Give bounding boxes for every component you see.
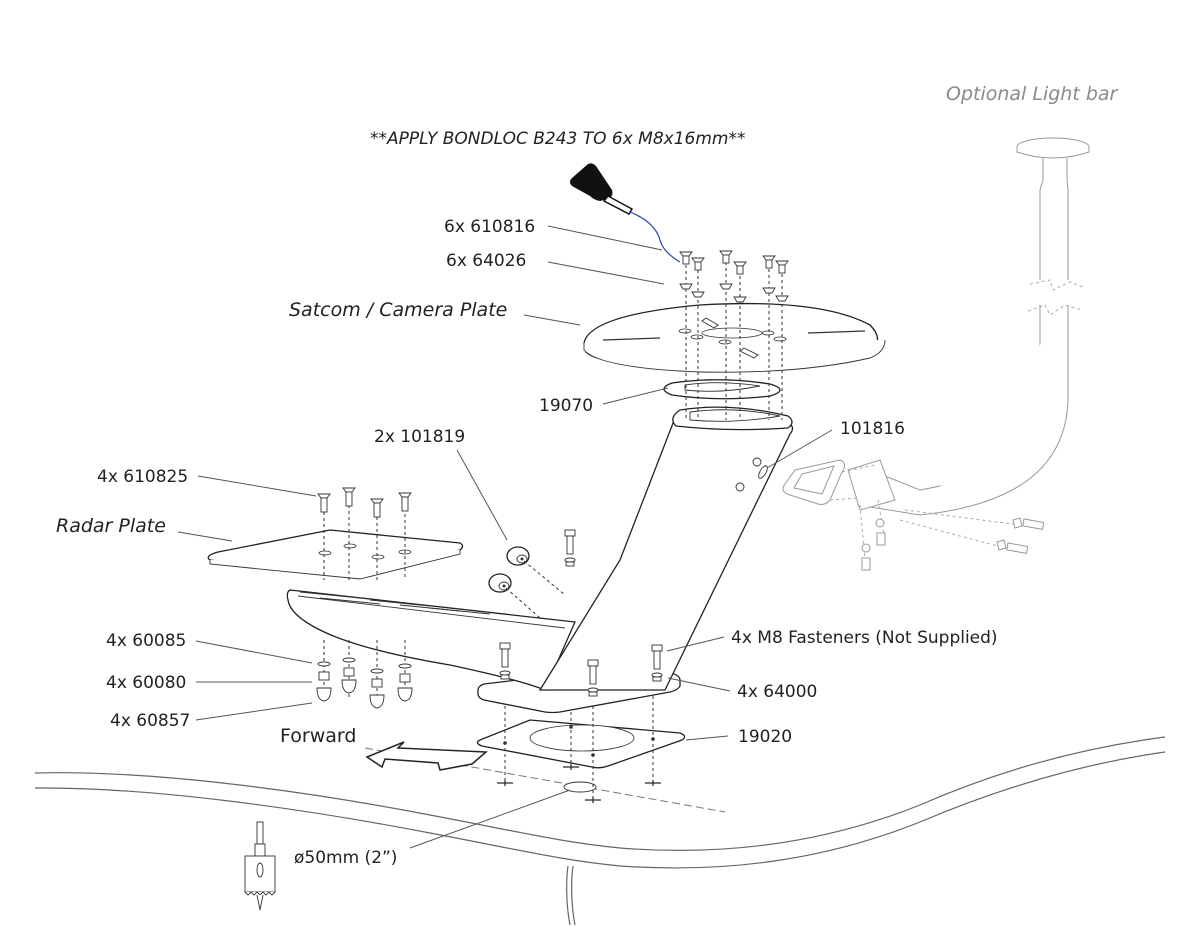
optional-light-bar-label: Optional Light bar [946, 83, 1119, 105]
label-base-washers: 4x 64000 [737, 682, 817, 702]
hole-saw-icon [244, 821, 276, 911]
label-satcom-plate: Satcom / Camera Plate [289, 299, 507, 321]
top-washers [679, 283, 789, 303]
label-caps-bottom: 4x 60857 [110, 711, 190, 731]
radar-plate [207, 529, 464, 580]
optional-light-bar [782, 137, 1090, 571]
label-nuts-bottom: 4x 60080 [106, 673, 186, 693]
label-fasteners: 4x M8 Fasteners (Not Supplied) [731, 628, 998, 648]
bondloc-bottle-icon [570, 163, 681, 263]
label-lightbar-gasket: 101816 [840, 419, 905, 439]
label-washers-bottom: 4x 60085 [106, 631, 186, 651]
m8-bolts [499, 529, 663, 697]
label-bumpers: 2x 101819 [374, 427, 465, 447]
deck-hole [563, 781, 597, 793]
deck-drill-marks [497, 764, 661, 803]
radar-screws [317, 487, 412, 518]
base-dash-lines [504, 690, 654, 797]
leader-lines [177, 225, 833, 849]
forward-arrow-icon [365, 741, 488, 771]
gasket-19070 [663, 379, 781, 400]
forward-label: Forward [280, 725, 356, 747]
top-screws [679, 250, 789, 275]
label-radar-screws: 4x 610825 [97, 467, 188, 487]
label-radar-plate: Radar Plate [56, 515, 166, 537]
deck-surface [34, 736, 1166, 926]
label-top-screws: 6x 610816 [444, 217, 535, 237]
base-gasket-19020 [476, 719, 686, 769]
label-base-plate: 19020 [738, 727, 792, 747]
label-gasket-19070: 19070 [539, 396, 593, 416]
bondloc-instruction: **APPLY BONDLOC B243 TO 6x M8x16mm** [370, 129, 745, 149]
bondloc-wire [629, 211, 681, 263]
under-arm-hardware [316, 657, 413, 709]
satcom-camera-plate [583, 302, 886, 373]
rubber-bumpers [488, 546, 566, 619]
label-hole-size: ø50mm (2”) [294, 848, 397, 868]
label-top-washers: 6x 64026 [446, 251, 526, 271]
